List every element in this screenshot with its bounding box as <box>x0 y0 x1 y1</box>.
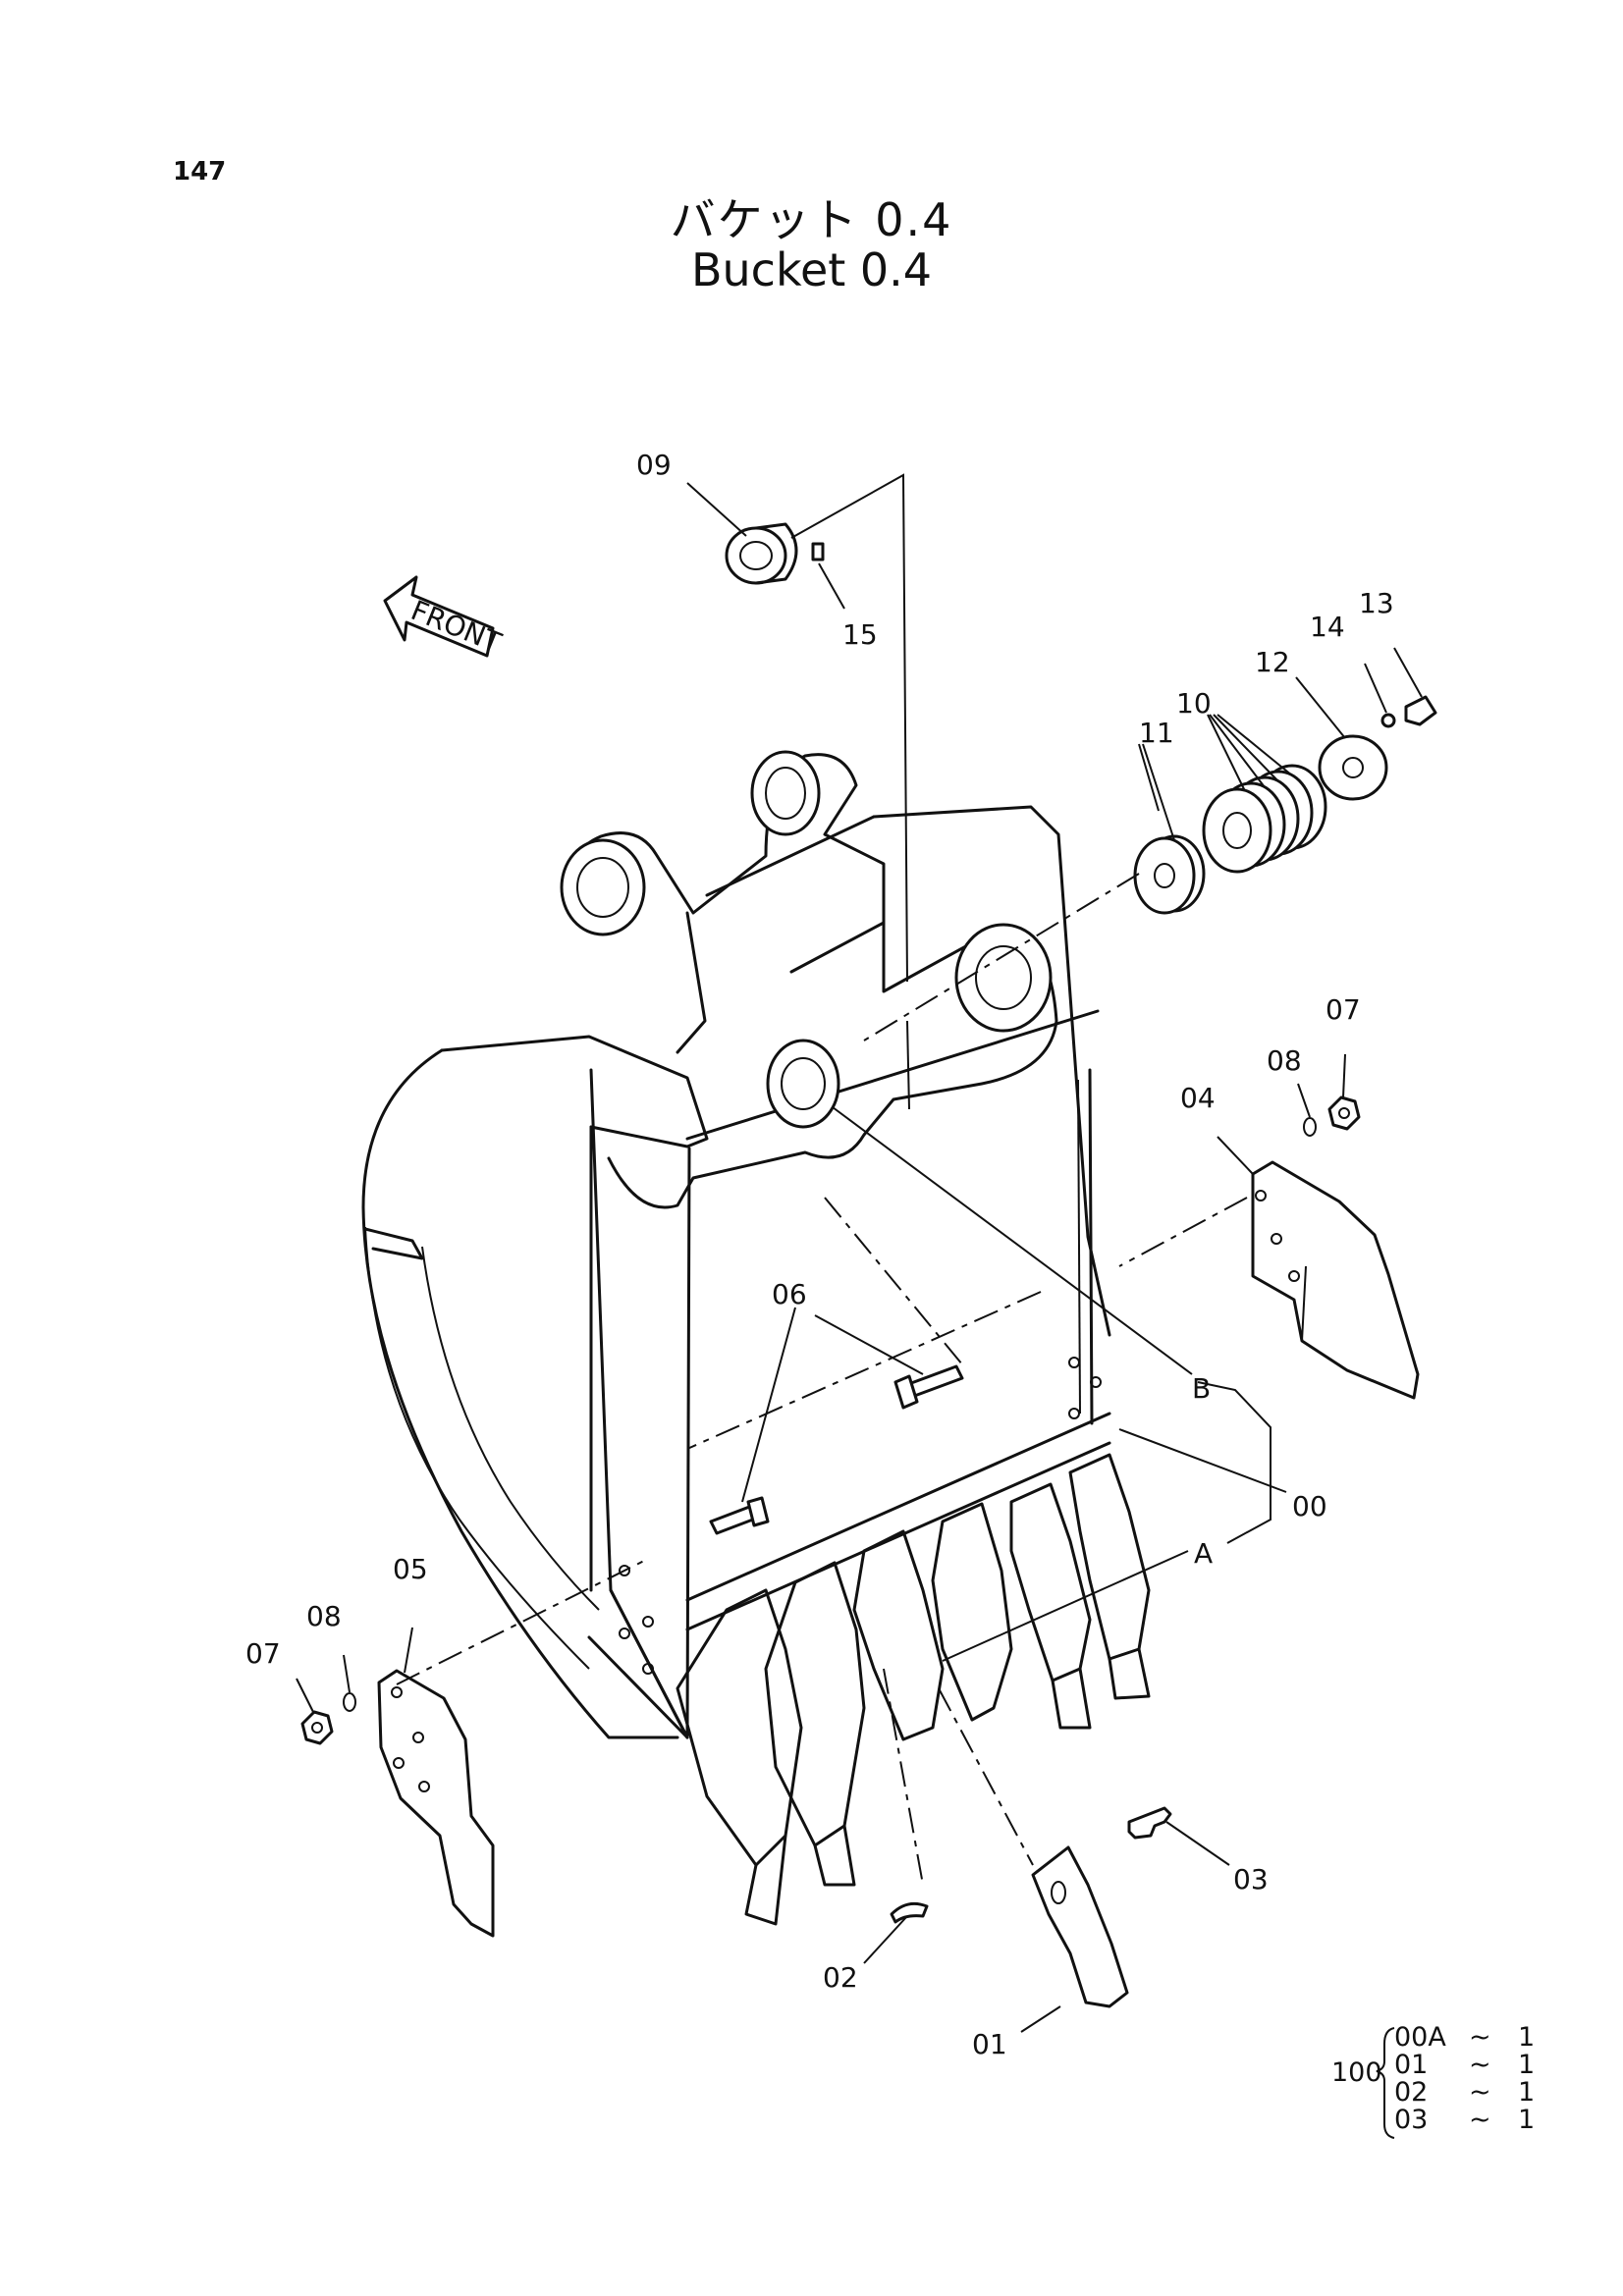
callout-15: 15 <box>842 618 878 651</box>
part-13-bolt <box>1404 695 1437 726</box>
part-09-boss-cap <box>725 522 798 585</box>
callout-13: 13 <box>1359 587 1394 619</box>
callout-04: 04 <box>1180 1082 1216 1114</box>
callout-01: 01 <box>972 2028 1007 2060</box>
title-english: Bucket 0.4 <box>690 243 933 296</box>
page-number: 147 <box>173 157 227 187</box>
kit-item-qty: 1 <box>1518 2105 1535 2135</box>
callout-00: 00 <box>1292 1490 1327 1522</box>
kit-item-qty: 1 <box>1518 2077 1535 2108</box>
kit-item-part: 03 <box>1394 2105 1428 2135</box>
part-04-side-cutter <box>1251 1160 1420 1400</box>
callout-14: 14 <box>1310 611 1345 643</box>
kit-item-part: 00A <box>1394 2022 1446 2053</box>
part-01-tooth-point <box>1031 1845 1129 2008</box>
callout-11: 11 <box>1139 717 1174 749</box>
part-06-bolt-upper <box>893 1364 964 1410</box>
callouts: 09 15 11 10 12 14 13 07 08 04 06 B 00 A … <box>245 449 1394 2060</box>
callout-09: 09 <box>636 449 672 481</box>
callout-02: 02 <box>823 1961 858 1994</box>
part-11-shim <box>1133 834 1206 915</box>
callout-08-right: 08 <box>1267 1044 1302 1077</box>
part-06-bolt-lower <box>709 1496 770 1535</box>
part-03-pin <box>1127 1806 1172 1840</box>
leader-lines <box>296 473 1423 2033</box>
callout-08-left: 08 <box>306 1600 342 1632</box>
part-07-nut-right <box>1327 1095 1361 1131</box>
callout-03: 03 <box>1233 1863 1269 1896</box>
part-15-pin <box>811 542 825 561</box>
front-arrow-icon: FRONT <box>383 575 507 660</box>
callout-05: 05 <box>393 1553 428 1585</box>
part-05-side-cutter <box>377 1669 495 1938</box>
callout-07-right: 07 <box>1325 993 1361 1026</box>
callout-12: 12 <box>1255 646 1290 678</box>
kit-item-part: 02 <box>1394 2077 1428 2108</box>
part-08-washer-left <box>343 1692 356 1712</box>
kit-item-sep: ~ <box>1469 2022 1491 2053</box>
kit-number: 100 <box>1331 2057 1382 2088</box>
bucket-teeth <box>676 1453 1151 1926</box>
part-14-washer <box>1380 713 1396 728</box>
kit-item-qty: 1 <box>1518 2050 1535 2080</box>
part-12-plate <box>1318 734 1388 801</box>
kit-item-part: 01 <box>1394 2050 1428 2080</box>
callout-07-left: 07 <box>245 1637 281 1670</box>
title-japanese: バケット 0.4 <box>670 193 953 246</box>
kit-item-qty: 1 <box>1518 2022 1535 2053</box>
centre-lines <box>396 873 1248 1886</box>
kit-item-sep: ~ <box>1469 2050 1491 2080</box>
part-08-washer-right <box>1303 1117 1317 1137</box>
callout-A: A <box>1194 1537 1213 1570</box>
callout-10: 10 <box>1176 687 1212 720</box>
callout-06: 06 <box>772 1278 807 1310</box>
callout-B: B <box>1192 1372 1211 1405</box>
part-07-nut-left <box>300 1710 334 1745</box>
front-label: FRONT <box>406 594 507 660</box>
kit-block: 100 00A ~ 1 01 ~ 1 02 ~ 1 03 ~ 1 <box>1331 2022 1535 2139</box>
kit-item-sep: ~ <box>1469 2105 1491 2135</box>
part-02-lock <box>890 1901 929 1924</box>
kit-item-sep: ~ <box>1469 2077 1491 2108</box>
bucket-bracket <box>560 750 1058 1209</box>
part-10-shim-stack <box>1202 764 1327 874</box>
